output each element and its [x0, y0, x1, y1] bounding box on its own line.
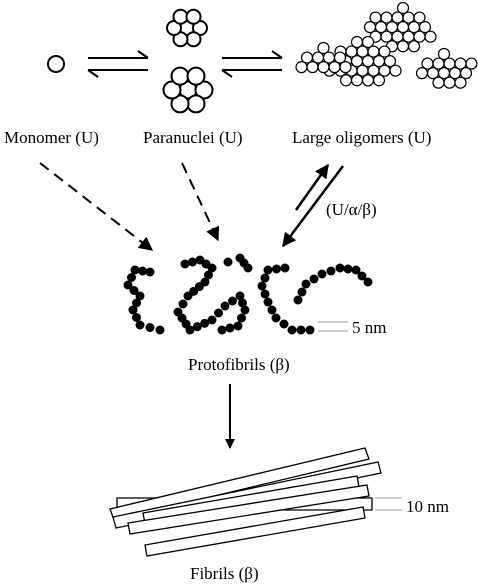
- protofibril-width-label: 5 nm: [352, 318, 386, 337]
- monomer-glyph: [47, 55, 65, 73]
- fibril-scale-marks: [375, 497, 402, 511]
- large-oligomers-label: Large oligomers (U): [292, 128, 431, 147]
- protofibril-scale-marks: [318, 321, 348, 332]
- monomer-to-protofibril-arrow: [39, 162, 154, 251]
- oligomers-to-protofibril-arrow: [282, 165, 344, 248]
- equilibrium-arrows-2: [221, 50, 283, 78]
- protofibrils-label: Protofibrils (β): [188, 355, 290, 374]
- paranuclei-glyph: [162, 8, 214, 114]
- conformation-label: (U/α/β): [326, 200, 377, 219]
- protofibrils-glyph: [123, 253, 373, 335]
- fibril-width-label: 10 nm: [406, 497, 449, 516]
- fibrils-glyph: [109, 447, 382, 557]
- large-oligomers-glyph: [295, 1, 478, 89]
- equilibrium-arrows-1: [87, 50, 149, 78]
- paranuclei-label: Paranuclei (U): [143, 128, 243, 147]
- protofibril-to-oligomers-arrow: [294, 163, 330, 211]
- monomer-label: Monomer (U): [4, 128, 99, 147]
- paranuclei-to-protofibril-arrow: [181, 162, 220, 242]
- fibrils-label: Fibrils (β): [190, 564, 259, 583]
